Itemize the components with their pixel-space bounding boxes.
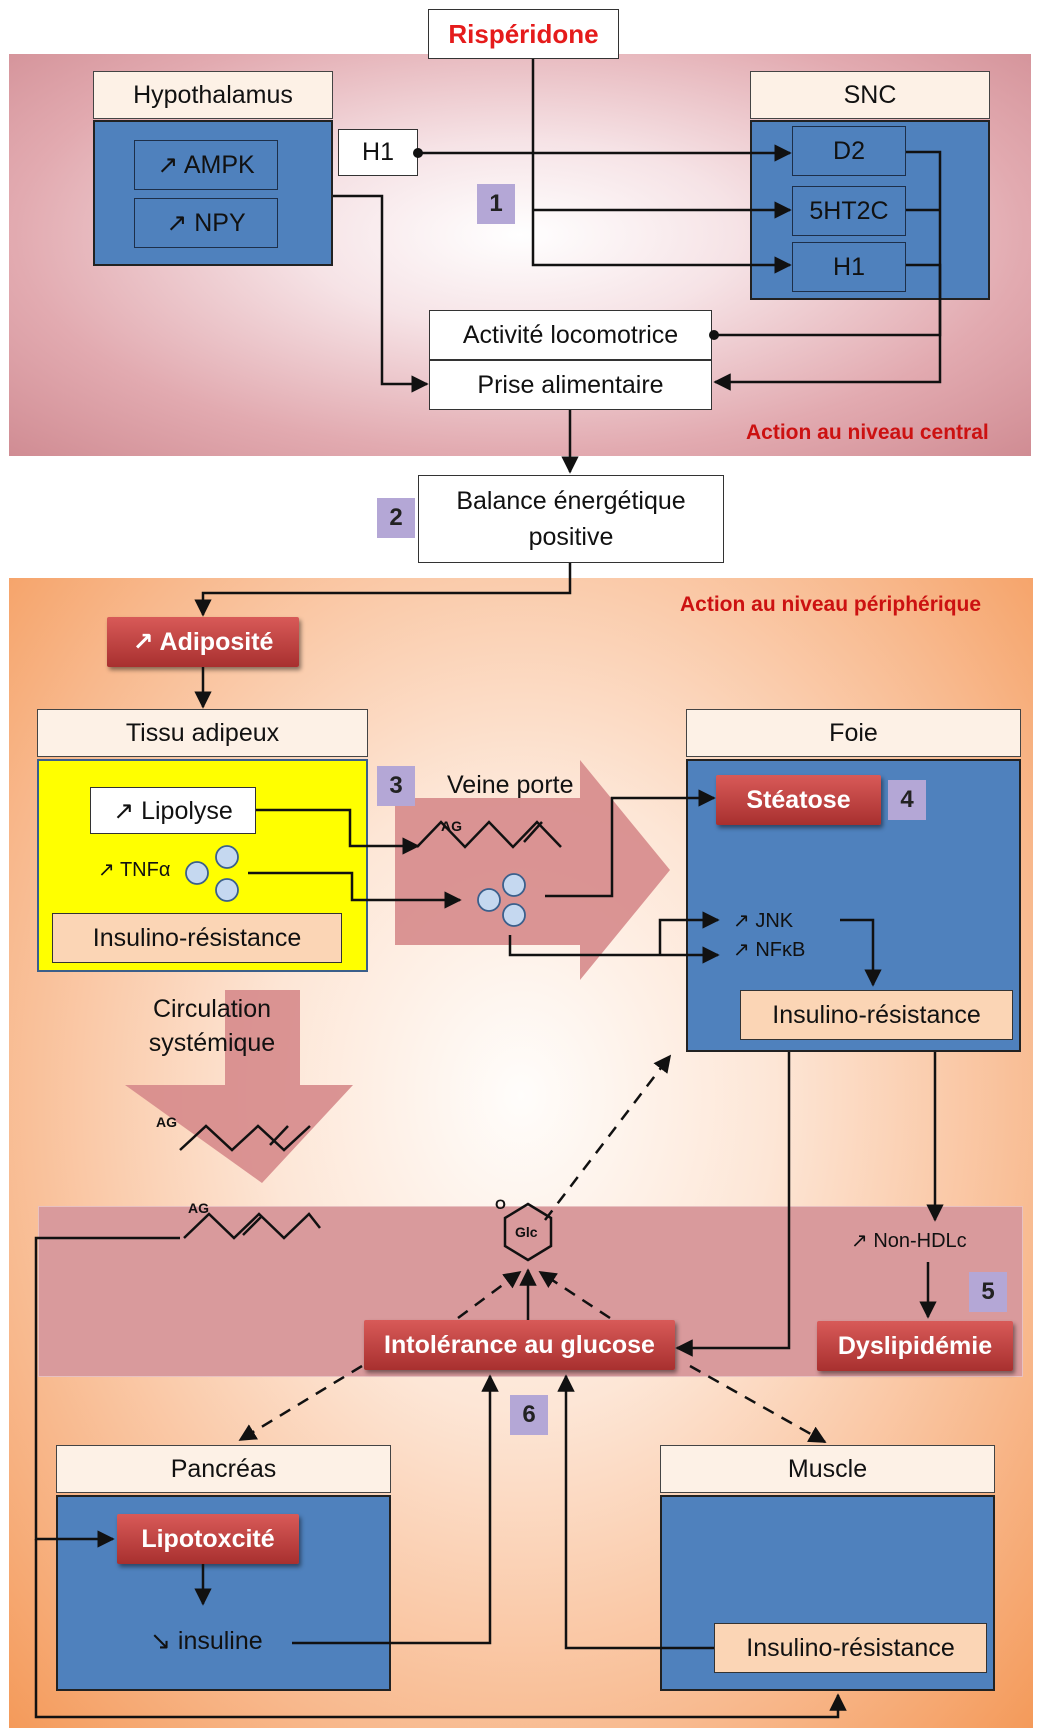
hypothalamus-header: Hypothalamus — [93, 71, 333, 119]
step-badge-3: 3 — [377, 766, 415, 806]
dyslipidemia-box: Dyslipidémie — [817, 1321, 1013, 1371]
systemic-circulation-line1: Circulation — [152, 995, 272, 1024]
jnk-label: ↗ JNK — [733, 910, 794, 932]
glc-left-dashed — [457, 1270, 522, 1320]
tnfa-bubble-icon — [215, 878, 239, 902]
fatty-acid-portal-zigzag — [416, 820, 562, 849]
liver-header: Foie — [686, 709, 1021, 757]
h1-left-box: H1 — [338, 129, 418, 176]
lipotoxicity-box: Lipotoxcité — [117, 1514, 299, 1564]
lipolysis-box: ↗ Lipolyse — [90, 787, 256, 834]
nfkb-label: ↗ NFκB — [733, 939, 806, 961]
muscle-header: Muscle — [660, 1445, 995, 1493]
fatty-acid-label-systemic: AG — [156, 1114, 177, 1130]
glucose-label: Glc — [515, 1224, 538, 1240]
fatty-acid-label-blood: AG — [188, 1200, 209, 1216]
d2-box: D2 — [792, 126, 906, 176]
adipose-insulin-resistance-box: Insulino-résistance — [52, 913, 342, 963]
hypothalamus-to-food-intake-line — [333, 194, 429, 393]
fatty-acid-label-portal: AG — [441, 818, 462, 834]
fatty-acid-loop-line — [34, 1236, 180, 1548]
tnfa-to-portal-line — [248, 871, 462, 909]
glucose-intolerance-box: Intolérance au glucose — [364, 1320, 675, 1370]
snc-header: SNC — [750, 71, 990, 119]
insulin-to-glucose-intolerance-line — [292, 1374, 499, 1645]
fatty-acid-to-muscle-line — [34, 1539, 847, 1719]
insulin-decrease-label: ↘ insuline — [150, 1627, 263, 1655]
non-hdl-label: ↗ Non-HDLc — [851, 1230, 967, 1252]
energy-balance-line1: Balance énergétique — [456, 486, 686, 515]
tnfa-bubble-icon — [185, 861, 209, 885]
h1-right-output-line — [714, 263, 942, 337]
glc-right-dashed — [538, 1270, 611, 1320]
jnk-to-liver-ir-line — [840, 918, 882, 987]
5ht2c-box: 5HT2C — [792, 186, 906, 236]
step-badge-6: 6 — [510, 1395, 548, 1435]
glucose-ring-icon — [503, 1202, 553, 1262]
portal-to-steatosis-line — [545, 789, 716, 898]
liver-to-glucose-intolerance-line — [675, 1052, 791, 1357]
locomotor-activity-box: Activité locomotrice — [429, 310, 712, 360]
step-badge-4: 4 — [888, 780, 926, 820]
locomotor-activity-dot — [709, 330, 719, 340]
glc-to-liver-dashed — [544, 1054, 672, 1221]
portal-to-nfkb-line — [508, 935, 720, 964]
liver-insulin-resistance-box: Insulino-résistance — [740, 990, 1013, 1040]
npy-box: ↗ NPY — [134, 198, 278, 248]
adiposity-box: ↗ Adiposité — [107, 617, 299, 667]
glucose-intolerance-to-pancreas-dashed — [238, 1364, 363, 1442]
portal-bubble-icon — [502, 873, 526, 897]
fatty-acid-blood-double-bond — [242, 1215, 263, 1236]
risperidone-trunk-line — [531, 59, 792, 274]
steatosis-box: Stéatose — [716, 775, 881, 825]
portal-to-jnk-line — [658, 911, 720, 955]
ampk-box: ↗ AMPK — [134, 140, 278, 190]
lipolysis-to-fatty-acid-line — [256, 808, 420, 855]
fatty-acid-systemic-zigzag — [179, 1124, 311, 1152]
energy-balance-line2: positive — [528, 523, 614, 551]
muscle-insulin-resistance-box: Insulino-résistance — [714, 1623, 987, 1673]
h1-right-box: H1 — [792, 242, 906, 292]
portal-bubble-icon — [477, 888, 501, 912]
pancreas-header: Pancréas — [56, 1445, 391, 1493]
glucose-ring-oxygen-label: O — [495, 1196, 506, 1212]
risperidone-title: Rispéridone — [428, 9, 619, 59]
h1-left-dot — [413, 148, 423, 158]
energy-balance-box: Balance énergétique positive — [418, 475, 724, 563]
food-intake-box: Prise alimentaire — [429, 360, 712, 410]
step-badge-1: 1 — [477, 184, 515, 224]
fatty-acid-blood-zigzag — [183, 1212, 321, 1240]
step-badge-5: 5 — [969, 1272, 1007, 1312]
muscle-to-glucose-intolerance-line — [557, 1374, 714, 1650]
fatty-acid-systemic-double-bond — [269, 1125, 289, 1146]
portal-vein-arrow — [395, 760, 670, 980]
systemic-circulation-label: Circulation systémique — [112, 992, 312, 1062]
balance-to-adiposity-line — [194, 563, 572, 617]
step-badge-2: 2 — [377, 498, 415, 538]
adipose-tissue-header: Tissu adipeux — [37, 709, 368, 757]
tnfa-bubble-icon — [215, 845, 239, 869]
peripheral-region-label: Action au niveau périphérique — [680, 593, 982, 616]
tnfa-label: ↗ TNFα — [98, 859, 171, 881]
systemic-circulation-arrow — [125, 990, 353, 1183]
portal-bubble-icon — [502, 903, 526, 927]
portal-vein-label: Veine porte — [447, 771, 574, 799]
d2-output-line — [713, 150, 942, 391]
fatty-acid-portal-double-bond — [523, 821, 543, 843]
systemic-circulation-line2: systémique — [148, 1029, 276, 1057]
central-region-label: Action au niveau central — [746, 421, 989, 444]
glucose-intolerance-to-muscle-dashed — [689, 1364, 827, 1444]
